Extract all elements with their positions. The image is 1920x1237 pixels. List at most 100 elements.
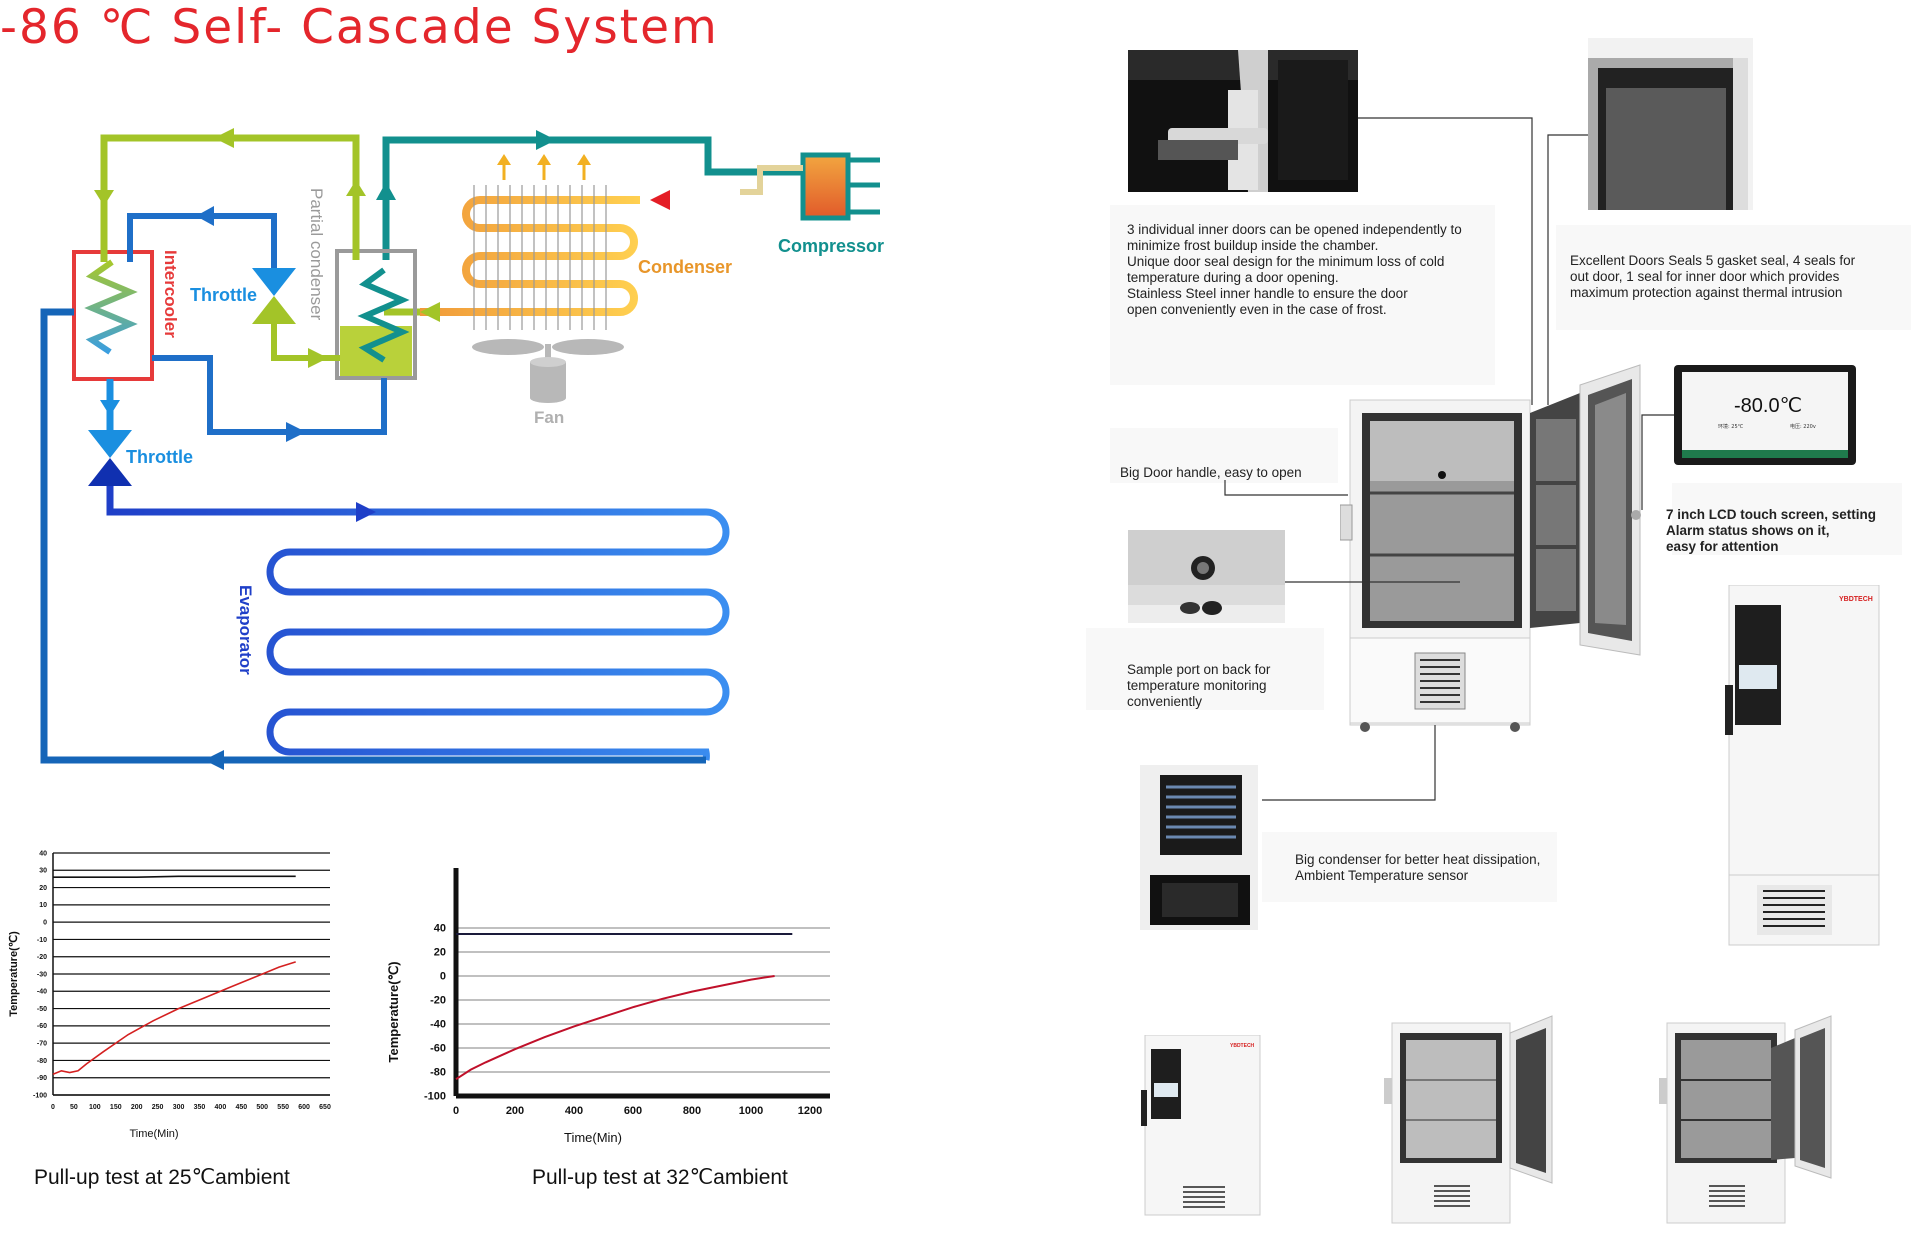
y-tick-label: -80 (37, 1058, 47, 1065)
fan-label: Fan (534, 408, 565, 427)
y-tick-label: -20 (430, 995, 446, 1007)
y-tick-label: 10 (39, 902, 47, 909)
cascade-diagram (40, 128, 880, 770)
x-tick-label: 0 (453, 1105, 459, 1117)
y-tick-label: -50 (37, 1006, 47, 1013)
y-tick-label: -30 (37, 971, 47, 978)
compressor-label: Compressor (778, 236, 885, 256)
sample-port-photo (1128, 530, 1285, 623)
flow-arrow-icon (214, 128, 234, 148)
flow-arrow-icon (94, 190, 114, 206)
evaporator-coil (106, 486, 730, 761)
flow-arrow-icon (346, 180, 366, 196)
heat-arrow-icon (497, 154, 591, 180)
pullup-chart-25: 403020100-10-20-30-40-50-60-70-80-90-100… (8, 850, 331, 1140)
y-tick-label: 20 (39, 885, 47, 892)
x-tick-label: 600 (624, 1105, 642, 1117)
x-tick-label: 650 (319, 1104, 331, 1111)
lcd-temperature: -80.0℃ (1734, 395, 1803, 417)
throttle-upper-label: Throttle (190, 285, 257, 305)
suction-line (40, 308, 706, 764)
x-tick-label: 0 (51, 1104, 55, 1111)
partial-condenser (335, 249, 417, 380)
y-tick-label: 30 (39, 868, 47, 875)
x-tick-label: 500 (256, 1104, 268, 1111)
y-tick-label: 40 (434, 923, 446, 935)
lcd-ambient: 环境: 25℃ (1718, 424, 1744, 430)
condenser-photo (1140, 765, 1258, 930)
chart1-caption: Pull-up test at 25℃ambient (34, 1166, 290, 1189)
x-tick-label: 1200 (798, 1105, 822, 1117)
lcd-screen: -80.0℃ 环境: 25℃ 电压: 220v (1674, 365, 1856, 465)
return-line (152, 355, 387, 435)
flow-arrow-icon (650, 190, 670, 210)
y-tick-label: -40 (430, 1019, 446, 1031)
inner-door-photo (1128, 50, 1358, 192)
door-handle-note: Big Door handle, easy to open (1120, 465, 1302, 480)
y-tick-label: 40 (39, 850, 47, 857)
flow-arrow-icon (286, 422, 306, 442)
series-line-1 (52, 961, 296, 1076)
y-tick-label: -20 (37, 954, 47, 961)
x-tick-label: 550 (277, 1104, 289, 1111)
y-tick-label: 0 (440, 971, 446, 983)
y-tick-label: -40 (37, 989, 47, 996)
x-axis-label: Time(Min) (564, 1130, 622, 1145)
flow-arrow-icon (100, 400, 120, 416)
y-tick-label: -100 (33, 1092, 47, 1099)
compressor-discharge-pipe (382, 136, 803, 260)
x-tick-label: 200 (131, 1104, 143, 1111)
flow-arrow-icon (376, 182, 396, 200)
fan-icon (472, 339, 624, 403)
x-tick-label: 1000 (739, 1105, 763, 1117)
y-tick-label: -60 (430, 1043, 446, 1055)
y-tick-label: -10 (37, 937, 47, 944)
y-tick-label: -100 (424, 1091, 446, 1103)
y-tick-label: -80 (430, 1067, 446, 1079)
y-tick-label: -90 (37, 1075, 47, 1082)
condenser-label: Condenser (638, 257, 733, 277)
sample-port-note: Sample port on back for temperature moni… (1127, 662, 1271, 709)
x-tick-label: 250 (152, 1104, 164, 1111)
x-tick-label: 600 (298, 1104, 310, 1111)
page-title: -86 ℃ Self- Cascade System (0, 0, 719, 55)
x-tick-label: 150 (110, 1104, 122, 1111)
throttle-lower-label: Throttle (126, 447, 193, 467)
throttle-valve-lower-icon (88, 430, 132, 486)
series-line-1 (455, 975, 775, 1081)
lcd-voltage: 电压: 220v (1790, 424, 1816, 430)
x-tick-label: 450 (235, 1104, 247, 1111)
x-tick-label: 300 (173, 1104, 185, 1111)
flow-arrow-icon (420, 302, 440, 322)
x-tick-label: 400 (565, 1105, 583, 1117)
chart2-caption: Pull-up test at 32℃ambient (532, 1166, 788, 1189)
y-axis-label: Temperature(℃) (8, 931, 20, 1017)
inner-doors-note: 3 individual inner doors can be opened i… (1127, 222, 1462, 317)
x-tick-label: 50 (70, 1104, 78, 1111)
compressor (800, 152, 880, 221)
freezer-closed-illustration: YBDTECH (1725, 585, 1880, 946)
y-tick-label: 0 (43, 919, 47, 926)
y-axis-label: Temperature(℃) (386, 961, 401, 1062)
door-seals-note: Excellent Doors Seals 5 gasket seal, 4 s… (1570, 253, 1856, 300)
freezer-open-illustration (1340, 364, 1641, 732)
series-line-0 (53, 875, 296, 879)
condenser-coil (420, 185, 640, 330)
brand-logo-1: YBDTECH (1839, 596, 1873, 603)
flow-arrow-icon (536, 130, 556, 150)
y-tick-label: -70 (37, 1040, 47, 1047)
condenser-note: Big condenser for better heat dissipatio… (1295, 852, 1541, 883)
lcd-note: 7 inch LCD touch screen, setting Alarm s… (1666, 507, 1877, 554)
x-tick-label: 400 (215, 1104, 227, 1111)
freezer-front-view: YBDTECH (1141, 1035, 1261, 1216)
x-axis-label: Time(Min) (129, 1128, 178, 1140)
flow-arrow-icon (204, 750, 224, 770)
flow-arrow-icon (308, 348, 328, 368)
x-tick-label: 200 (506, 1105, 524, 1117)
flow-arrow-icon (196, 206, 214, 226)
x-tick-label: 100 (89, 1104, 101, 1111)
brand-logo-2: YBDTECH (1230, 1043, 1255, 1049)
flow-arrow-icon (356, 502, 376, 522)
